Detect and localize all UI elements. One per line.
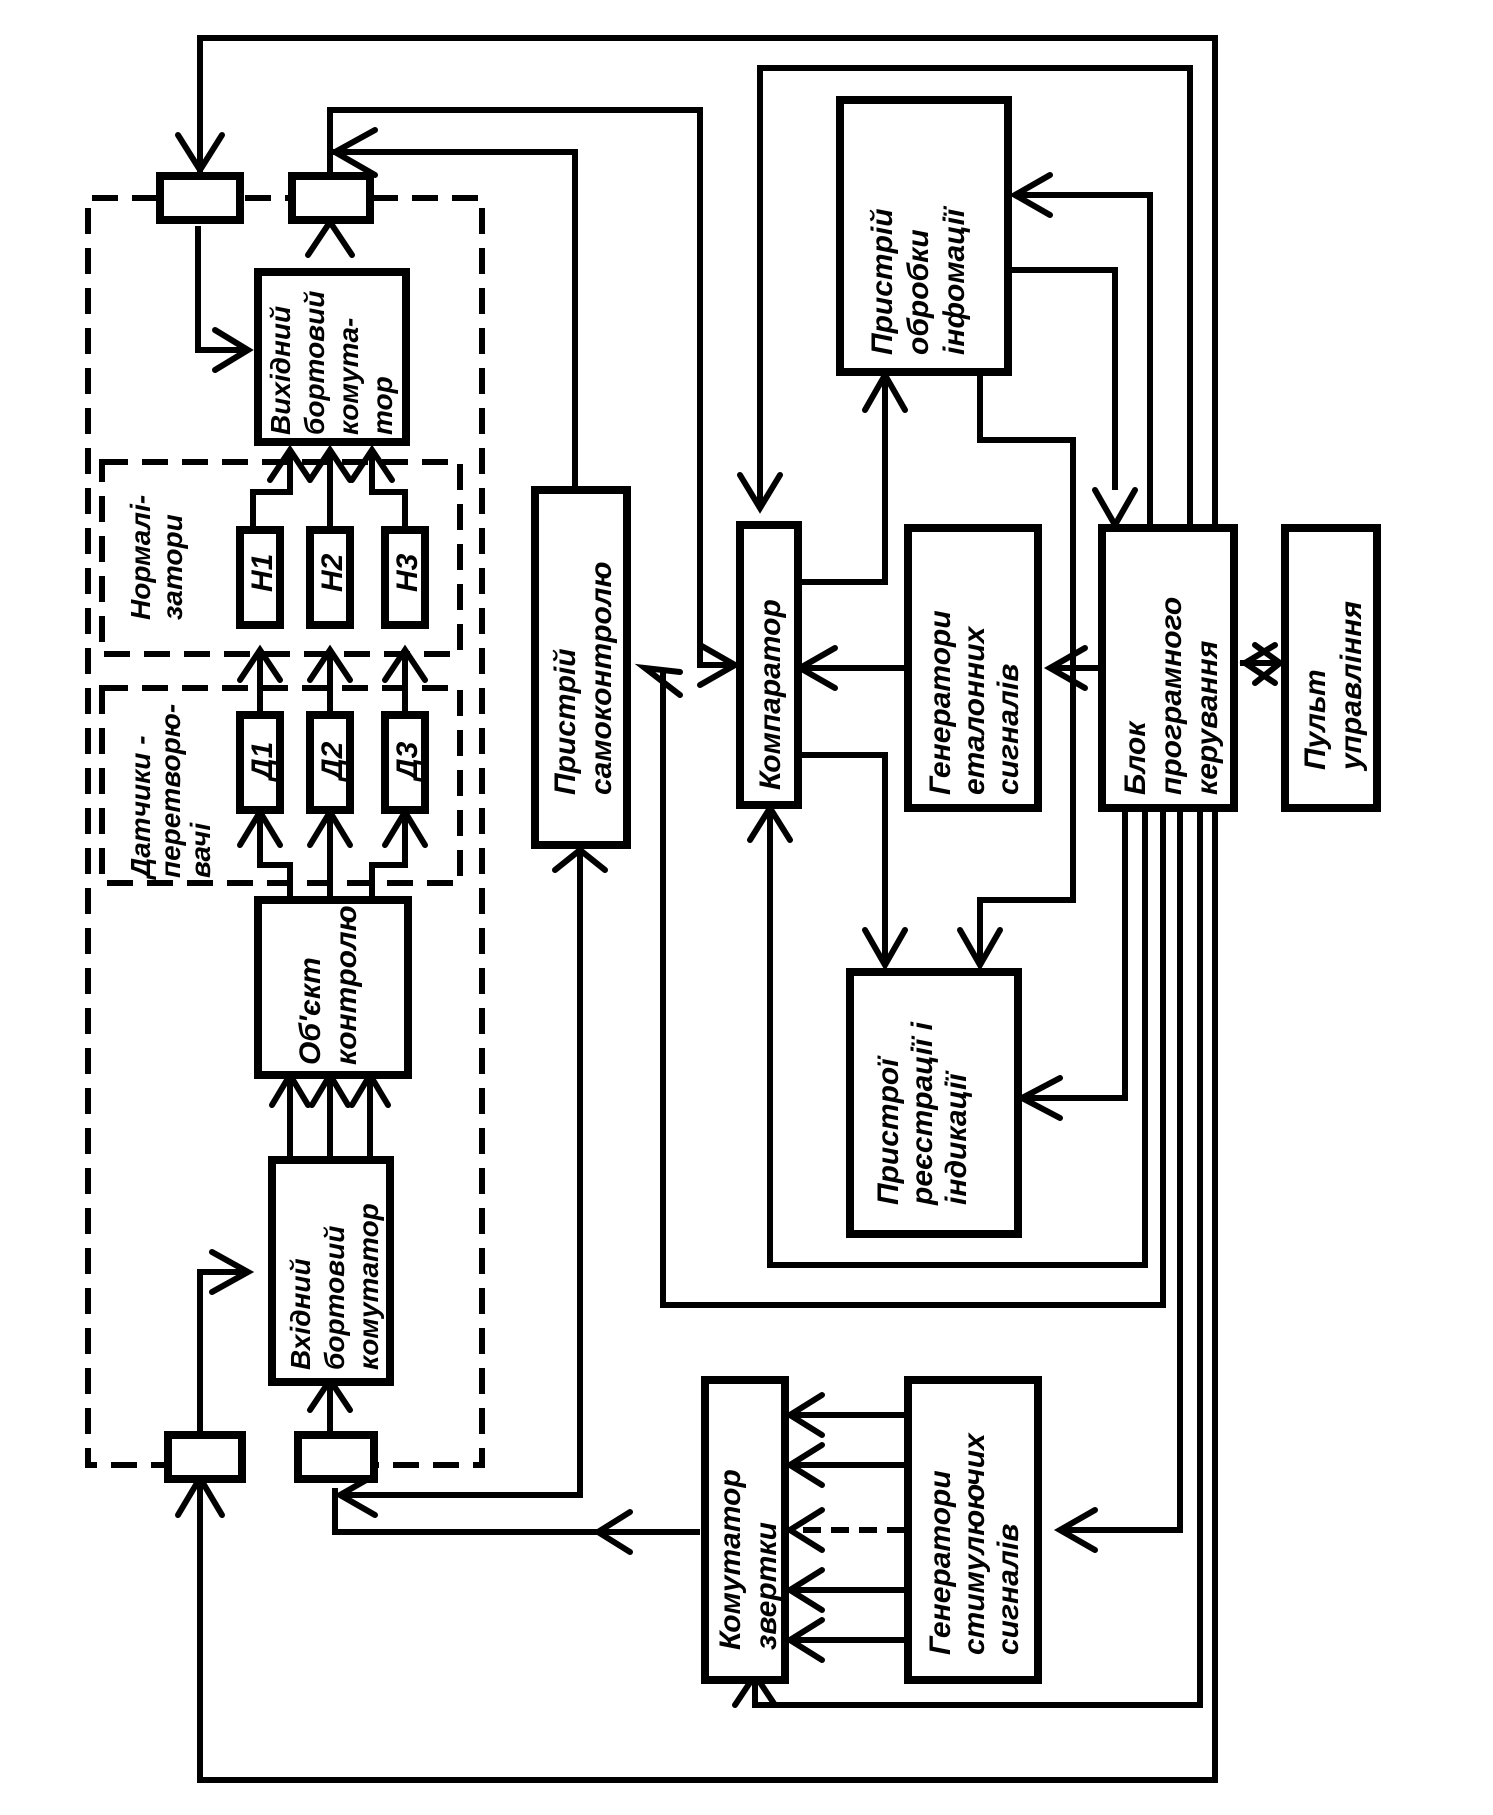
normalizer-n2-label: Н2 xyxy=(316,553,349,592)
sensor-d2-label: Д2 xyxy=(316,741,349,783)
svg-text:Датчики -перетворю-вачі: Датчики -перетворю-вачі xyxy=(125,704,216,880)
self-control-box xyxy=(531,486,631,849)
sensor-d2 xyxy=(306,711,354,814)
sensors-dashed-group xyxy=(99,685,463,886)
sensor-d1 xyxy=(236,711,284,814)
sensor-d3-label: Д3 xyxy=(391,741,424,783)
reference-generators-label: Генераториеталоннихсигналів xyxy=(924,610,1025,795)
connector-top-right xyxy=(288,172,374,224)
sensor-d1-label: Д1 xyxy=(246,742,279,783)
comparator-box xyxy=(736,521,802,809)
normalizer-n3-label: Н3 xyxy=(391,553,424,592)
output-commutator-box xyxy=(254,268,410,446)
stimulus-generators-label: Генератористимулюючихсигналів xyxy=(924,1432,1025,1655)
comparator-label: Компаратор xyxy=(754,599,787,790)
registration-box xyxy=(846,968,1022,1238)
program-control-box xyxy=(1098,524,1238,812)
normalizer-n3 xyxy=(381,526,429,629)
normalizers-group-label: Нормалі-затори xyxy=(125,495,188,620)
stimulus-generators-box xyxy=(904,1376,1042,1684)
sweep-commutator-box xyxy=(701,1376,789,1684)
arrowheads xyxy=(175,127,1285,1708)
svg-text:Генератористимулюючихсигналів: Генератористимулюючихсигналів xyxy=(924,1432,1025,1655)
reference-generators-box xyxy=(904,524,1042,812)
normalizer-n1-label: Н1 xyxy=(246,554,279,592)
svg-text:Пристроїреєстрації ііндикації: Пристроїреєстрації ііндикації xyxy=(872,1021,973,1206)
registration-label: Пристроїреєстрації ііндикації xyxy=(872,1021,973,1206)
connector-bottom-right xyxy=(294,1431,378,1483)
svg-text:Генераториеталоннихсигналів: Генераториеталоннихсигналів xyxy=(924,610,1025,795)
sensors-group-label: Датчики -перетворю-вачі xyxy=(125,704,216,880)
sensor-d3 xyxy=(381,711,429,814)
connector-top-left xyxy=(156,172,244,224)
control-panel-box xyxy=(1281,524,1381,812)
svg-text:Нормалі-затори: Нормалі-затори xyxy=(125,495,188,620)
info-processing-box xyxy=(836,96,1012,376)
connector-bottom-left xyxy=(164,1431,246,1483)
input-commutator-box xyxy=(268,1156,394,1386)
normalizer-n2 xyxy=(306,526,354,629)
normalizer-n1 xyxy=(236,526,284,629)
connection-lines xyxy=(195,35,1285,1783)
control-object-box xyxy=(254,896,412,1079)
